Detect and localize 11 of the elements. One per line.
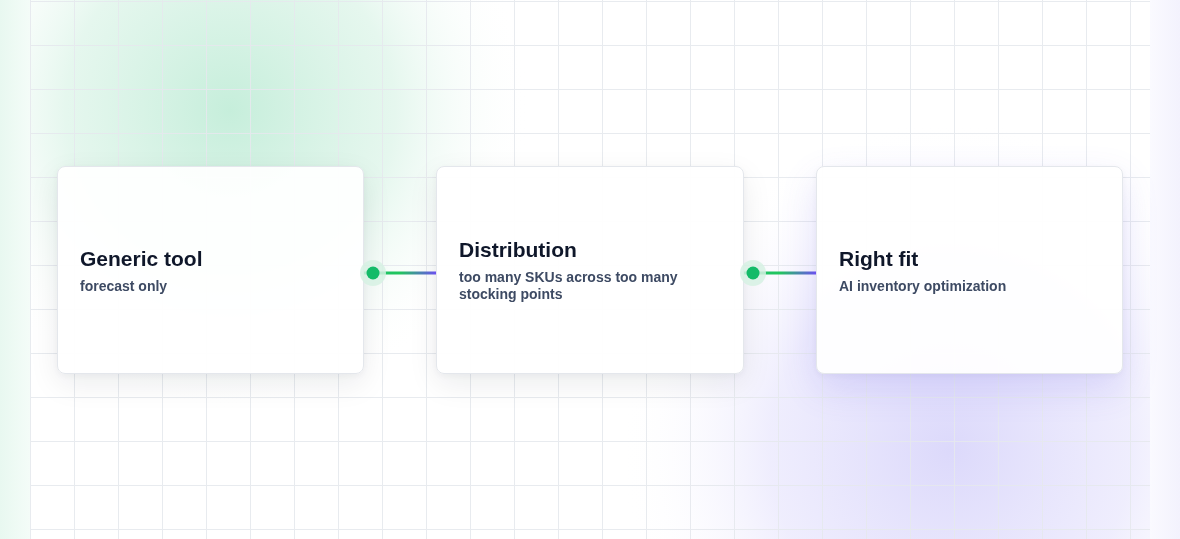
card-title: Distribution	[459, 237, 577, 263]
card-title: Generic tool	[80, 245, 203, 272]
process-card	[57, 166, 364, 374]
process-card	[816, 166, 1123, 374]
card-title: Right fit	[839, 245, 919, 272]
card-subtitle: forecast only	[80, 277, 168, 295]
card-subtitle: AI inventory optimization	[839, 277, 1007, 295]
connector	[740, 260, 816, 286]
connector	[360, 260, 436, 286]
card-subtitle: too many SKUs across too many stocking points	[459, 269, 679, 303]
process-card	[436, 166, 744, 374]
